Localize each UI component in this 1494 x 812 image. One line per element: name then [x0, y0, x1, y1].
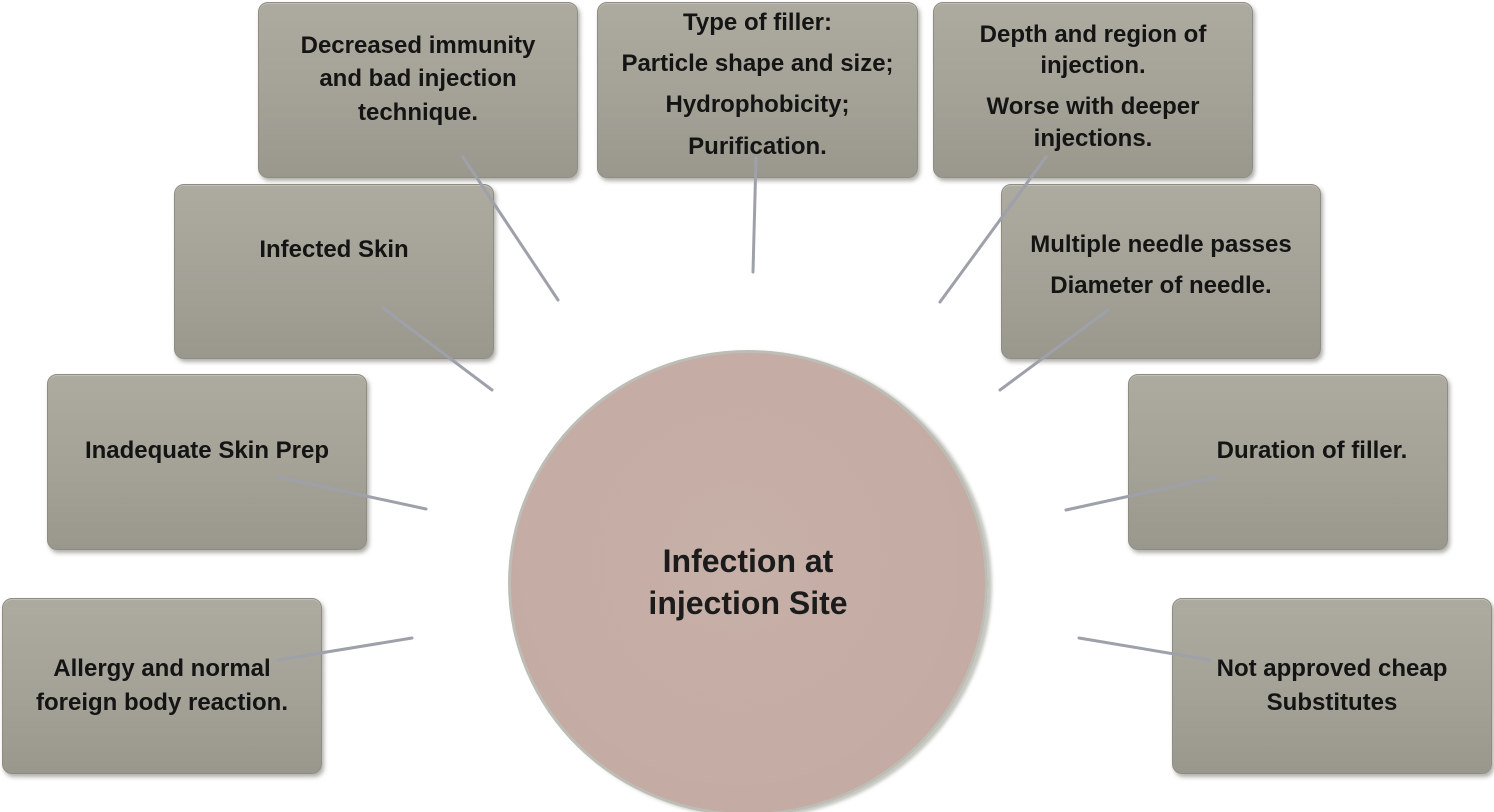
factor-infected-skin-line1: Infected Skin — [259, 235, 409, 263]
factor-immunity-line3: technique. — [357, 98, 478, 126]
factor-immunity-box: Decreased immunity and bad injection tec… — [258, 2, 578, 178]
factor-duration-line1: Duration of filler. — [1216, 437, 1408, 465]
factor-allergy-box: Allergy and normal foreign body reaction… — [2, 598, 322, 774]
factor-allergy-line2: foreign body reaction. — [35, 689, 289, 716]
factor-infected-skin-box: Infected Skin — [174, 184, 494, 359]
factor-allergy-line1: Allergy and normal — [53, 655, 271, 683]
factor-skin-prep-line1: Inadequate Skin Prep — [84, 437, 330, 465]
factor-immunity-line1: Decreased immunity — [300, 31, 536, 59]
factor-needle-box: Multiple needle passes Diameter of needl… — [1001, 184, 1321, 359]
factor-duration-box: Duration of filler. — [1128, 374, 1448, 550]
central-hub-line1: Infection at — [662, 543, 834, 580]
factor-filler-type-line3: Hydrophobicity; — [665, 91, 850, 119]
factor-filler-type-box: Type of filler: Particle shape and size;… — [597, 2, 918, 178]
factor-depth-line3: Worse with deeper — [986, 93, 1200, 121]
central-hub-circle: Infection at injection Site — [508, 350, 988, 812]
factor-depth-line2: injection. — [1040, 52, 1146, 80]
factor-needle-line1: Multiple needle passes — [1030, 231, 1292, 258]
factor-skin-prep-box: Inadequate Skin Prep — [47, 374, 367, 550]
factor-filler-type-line1: Type of filler: — [683, 9, 832, 36]
factor-substitutes-box: Not approved cheap Substitutes — [1172, 598, 1492, 774]
factor-needle-line2: Diameter of needle. — [1050, 272, 1272, 300]
factor-depth-box: Depth and region of injection. Worse wit… — [933, 2, 1253, 178]
factor-substitutes-line1: Not approved cheap — [1216, 655, 1448, 683]
factor-depth-line4: injections. — [1033, 124, 1153, 152]
factor-immunity-line2: and bad injection — [319, 65, 517, 93]
central-hub-line2: injection Site — [648, 585, 848, 621]
factor-depth-line1: Depth and region of — [979, 21, 1207, 48]
factor-substitutes-line2: Substitutes — [1266, 689, 1398, 716]
factor-filler-type-line2: Particle shape and size; — [621, 50, 894, 78]
factor-filler-type-line4: Purification. — [688, 132, 827, 160]
